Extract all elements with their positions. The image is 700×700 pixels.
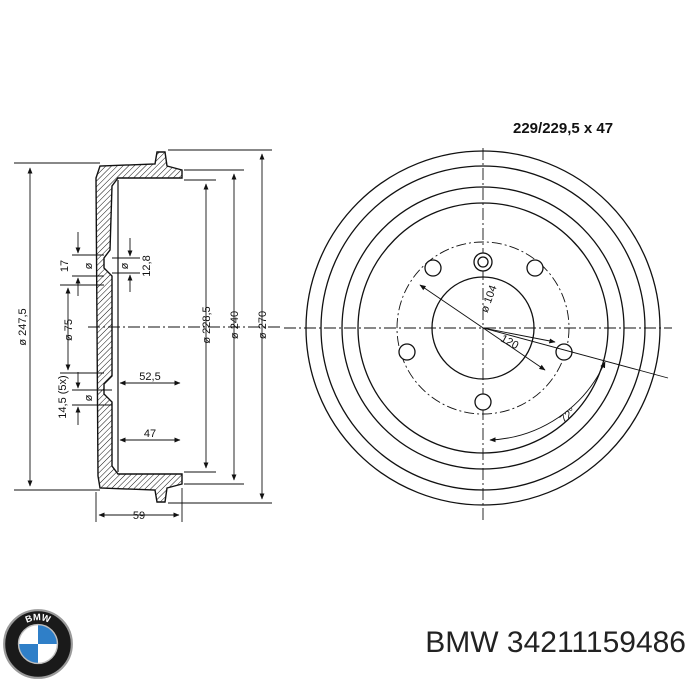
bolt-hole bbox=[474, 393, 492, 411]
logo-letters: BMW bbox=[24, 612, 52, 625]
dim-diameter-symbol-3: ø bbox=[83, 394, 95, 401]
front-dimension-lines bbox=[419, 284, 669, 443]
dim-47: 47 bbox=[144, 428, 156, 440]
dim-12-8: 12,8 bbox=[141, 255, 153, 276]
dim-angle-72: 72° bbox=[558, 406, 578, 426]
front-view bbox=[284, 148, 672, 520]
drum-shell-section bbox=[95, 151, 183, 503]
bmw-logo-icon: BMW bbox=[3, 609, 73, 679]
bolt-hole bbox=[526, 259, 544, 277]
wheel-bolt-holes bbox=[398, 252, 573, 411]
part-number-caption: BMW 34211159486 bbox=[425, 626, 686, 659]
dim-59: 59 bbox=[133, 510, 145, 522]
dim-diameter-104: ø 104 bbox=[479, 284, 500, 315]
side-dimension-lines bbox=[14, 149, 272, 522]
dim-diameter-symbol-2: ø bbox=[119, 262, 131, 269]
dim-diameter-228-5: ø 228,5 bbox=[201, 306, 213, 343]
dim-17: 17 bbox=[59, 260, 71, 272]
dim-diameter-75: ø 75 bbox=[63, 319, 75, 341]
dim-diameter-symbol-1: ø bbox=[83, 262, 95, 269]
bolt-hole bbox=[555, 343, 573, 361]
dim-14-5-5x: 14,5 (5x) bbox=[57, 375, 69, 418]
side-section-view bbox=[88, 151, 280, 503]
dim-120: 120 bbox=[498, 333, 520, 352]
dim-diameter-247-5: ø 247,5 bbox=[17, 308, 29, 345]
angle-arc-72 bbox=[489, 361, 606, 443]
dim-52-5: 52,5 bbox=[139, 371, 160, 383]
bolt-hole bbox=[398, 343, 416, 361]
bolt-hole bbox=[424, 259, 442, 277]
drum-spec-title: 229/229,5 x 47 bbox=[513, 120, 613, 137]
dim-diameter-270: ø 270 bbox=[257, 311, 269, 339]
dim-diameter-240: ø 240 bbox=[229, 311, 241, 339]
